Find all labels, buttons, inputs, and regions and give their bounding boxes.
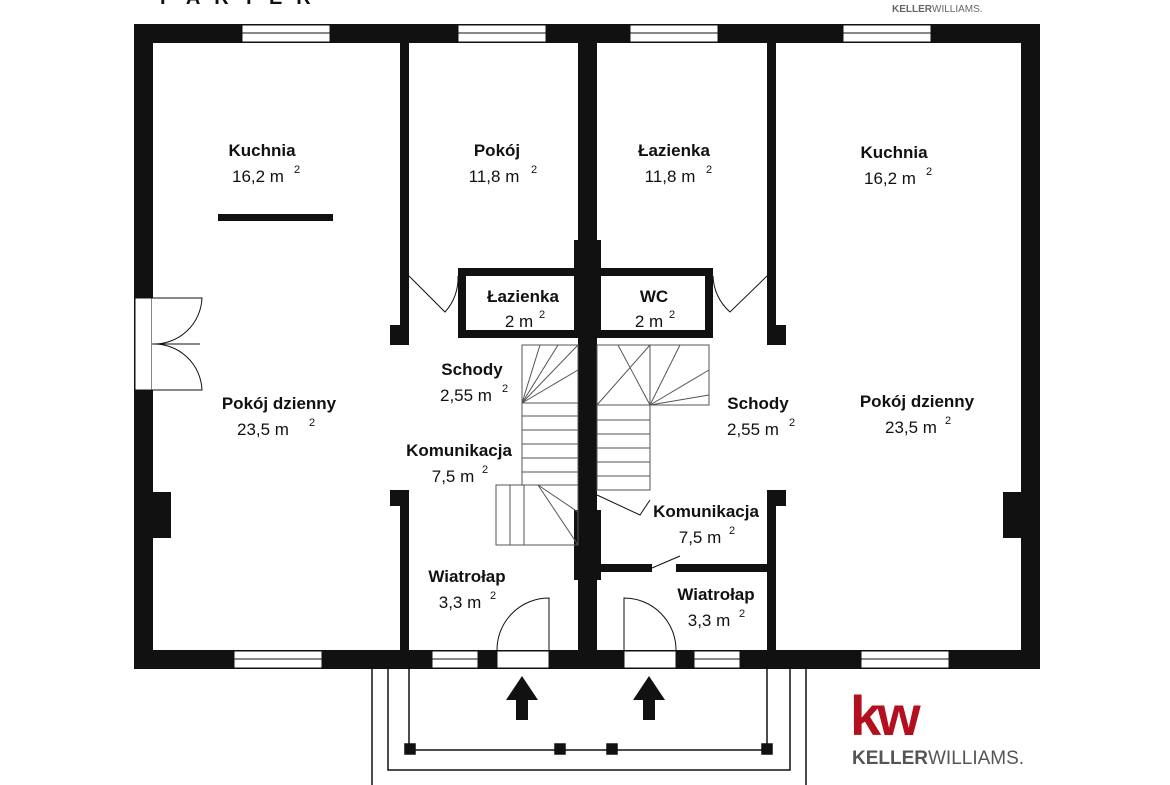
svg-text:Schody: Schody [441, 360, 503, 379]
stairs-right [596, 344, 710, 491]
svg-text:2: 2 [539, 309, 545, 321]
room-label-komunikacja-left: Komunikacja 7,5 m 2 [406, 441, 512, 486]
svg-text:2: 2 [945, 415, 951, 427]
svg-text:2: 2 [531, 164, 537, 176]
svg-text:Kuchnia: Kuchnia [860, 143, 928, 162]
svg-text:2: 2 [309, 417, 315, 429]
room-label-kuchnia-right: Kuchnia 16,2 m 2 [860, 143, 932, 188]
wall-int-k [390, 325, 409, 345]
top-logo: KELLERWILLIAMS. [892, 4, 983, 15]
svg-text:2: 2 [729, 525, 735, 537]
svg-text:2: 2 [490, 590, 496, 602]
wall-int-j [676, 564, 768, 572]
room-label-pokoj: Pokój 11,8 m 2 [469, 141, 537, 186]
logo-wordmark: KELLERWILLIAMS. [852, 748, 1024, 769]
brand-logo: kw KELLERWILLIAMS. [850, 684, 1024, 769]
room-label-kuchnia-left: Kuchnia 16,2 m 2 [228, 141, 300, 186]
entrance-door-left [496, 597, 550, 651]
svg-text:23,5 m: 23,5 m [237, 420, 289, 439]
terrace-door-left [134, 297, 203, 391]
svg-text:2: 2 [926, 166, 932, 178]
wall-int-b [767, 43, 776, 333]
svg-text:11,8 m: 11,8 m [469, 167, 520, 186]
svg-text:7,5 m: 7,5 m [432, 467, 475, 486]
wall-int-i [597, 564, 652, 572]
wall-right [1021, 24, 1040, 669]
room-label-wiatrolap-left: Wiatrołap 3,3 m 2 [428, 567, 505, 612]
entrance-gaps [496, 650, 677, 669]
svg-text:Komunikacja: Komunikacja [406, 441, 512, 460]
up-arrow-icon [506, 676, 538, 720]
svg-text:Pokój dzienny: Pokój dzienny [860, 392, 975, 411]
svg-text:2: 2 [294, 164, 300, 176]
pilaster-right [1003, 492, 1040, 538]
svg-text:2 m: 2 m [505, 312, 533, 331]
wall-int-m [390, 490, 409, 506]
svg-text:Wiatrołap: Wiatrołap [428, 567, 505, 586]
porch [371, 669, 807, 785]
svg-text:16,2 m: 16,2 m [864, 169, 916, 188]
up-arrow-icon [633, 676, 665, 720]
room-label-pokoj-dzienny-right: Pokój dzienny 23,5 m 2 [860, 392, 975, 437]
room-label-schody-right: Schody 2,55 m 2 [727, 394, 795, 439]
entrance-door-right [623, 597, 677, 651]
room-label-lazienka-small: Łazienka 2 m 2 [487, 287, 559, 331]
svg-text:2,55 m: 2,55 m [727, 420, 779, 439]
svg-text:2: 2 [669, 309, 675, 321]
svg-text:Komunikacja: Komunikacja [653, 502, 759, 521]
wall-center [578, 24, 597, 669]
wall-int-f [458, 268, 466, 336]
svg-text:7,5 m: 7,5 m [679, 528, 722, 547]
kitchen-counter [218, 214, 333, 221]
svg-text:3,3 m: 3,3 m [688, 611, 731, 630]
svg-text:Łazienka: Łazienka [487, 287, 559, 306]
pilaster-left [134, 492, 171, 538]
wall-int-a [400, 43, 409, 333]
svg-text:2: 2 [482, 464, 488, 476]
svg-text:2,55 m: 2,55 m [440, 386, 492, 405]
wall-int-n [767, 490, 786, 506]
room-label-schody-left: Schody 2,55 m 2 [440, 360, 508, 405]
room-label-pokoj-dzienny-left: Pokój dzienny 23,5 m 2 [222, 394, 337, 439]
svg-text:2: 2 [739, 608, 745, 620]
svg-text:Łazienka: Łazienka [638, 141, 710, 160]
wall-int-g [705, 268, 713, 336]
interior-doors [408, 275, 768, 569]
svg-text:Wiatrołap: Wiatrołap [677, 585, 754, 604]
wall-int-l [767, 325, 786, 345]
wall-int-o [574, 240, 601, 330]
room-label-lazienka-top: Łazienka 11,8 m 2 [638, 141, 712, 186]
svg-text:Pokój dzienny: Pokój dzienny [222, 394, 337, 413]
svg-text:Schody: Schody [727, 394, 789, 413]
svg-text:WC: WC [640, 287, 668, 306]
windows-bottom [233, 650, 950, 669]
svg-text:11,8 m: 11,8 m [645, 167, 696, 186]
svg-text:2: 2 [706, 164, 712, 176]
svg-text:16,2 m: 16,2 m [232, 167, 284, 186]
windows-top [241, 24, 932, 43]
svg-text:2 m: 2 m [635, 312, 663, 331]
wall-int-h [458, 330, 713, 338]
svg-text:2: 2 [502, 383, 508, 395]
room-label-wc: WC 2 m 2 [635, 287, 675, 331]
svg-text:Kuchnia: Kuchnia [228, 141, 296, 160]
stairs-left [495, 344, 579, 546]
svg-text:Pokój: Pokój [474, 141, 520, 160]
logo-mark: kw [850, 684, 921, 747]
svg-text:23,5 m: 23,5 m [885, 418, 937, 437]
svg-text:3,3 m: 3,3 m [439, 593, 482, 612]
svg-text:2: 2 [789, 417, 795, 429]
walls [134, 24, 1040, 669]
room-label-wiatrolap-right: Wiatrołap 3,3 m 2 [677, 585, 754, 630]
wall-int-c [400, 490, 409, 655]
room-label-komunikacja-right: Komunikacja 7,5 m 2 [653, 502, 759, 547]
floor-title: PARTER [160, 0, 325, 9]
wall-int-d [767, 490, 776, 655]
